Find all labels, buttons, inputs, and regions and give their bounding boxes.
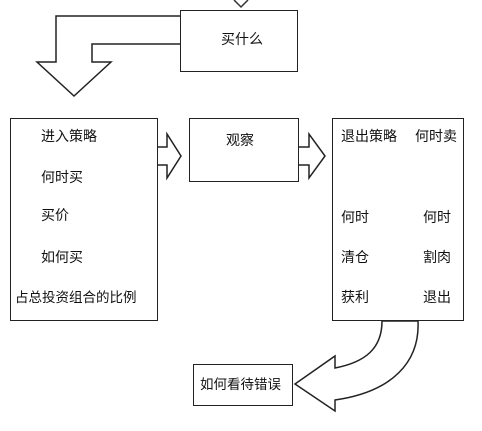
exit-strategy-box: 退出策略 何时卖 何时 清仓 获利 何时 割肉 退出 bbox=[332, 118, 464, 321]
entry-strategy-label: 进入策略 bbox=[41, 129, 97, 145]
how-to-buy-label: 如何买 bbox=[41, 250, 83, 266]
exit-left-item: 获利 bbox=[341, 290, 369, 306]
entry-strategy-box: 进入策略 何时买 买价 如何买 占总投资组合的比例 bbox=[10, 118, 158, 321]
observe-label: 观察 bbox=[226, 133, 254, 149]
curved-arrow-to-mistake bbox=[293, 320, 419, 413]
exit-right-item: 退出 bbox=[423, 290, 451, 306]
what-to-buy-label: 买什么 bbox=[221, 32, 263, 48]
what-to-buy-box: 买什么 bbox=[180, 10, 298, 72]
arrow-observe-to-exit bbox=[299, 131, 326, 181]
exit-left-item: 何时 bbox=[341, 210, 369, 226]
buy-price-label: 买价 bbox=[41, 208, 69, 224]
portfolio-share-label: 占总投资组合的比例 bbox=[15, 290, 137, 306]
arrow-entry-to-observe bbox=[158, 131, 182, 181]
when-to-buy-label: 何时买 bbox=[41, 170, 83, 186]
observe-box: 观察 bbox=[189, 118, 299, 182]
exit-strategy-label: 退出策略 bbox=[341, 129, 397, 145]
view-mistakes-box: 如何看待错误 bbox=[193, 364, 293, 406]
exit-right-item: 割肉 bbox=[423, 250, 451, 266]
when-to-sell-label: 何时卖 bbox=[415, 129, 457, 145]
exit-right-item: 何时 bbox=[423, 210, 451, 226]
top-tick-mark bbox=[233, 0, 249, 9]
view-mistakes-label: 如何看待错误 bbox=[200, 377, 281, 393]
bent-arrow-down bbox=[35, 15, 180, 98]
exit-left-item: 清仓 bbox=[341, 250, 369, 266]
